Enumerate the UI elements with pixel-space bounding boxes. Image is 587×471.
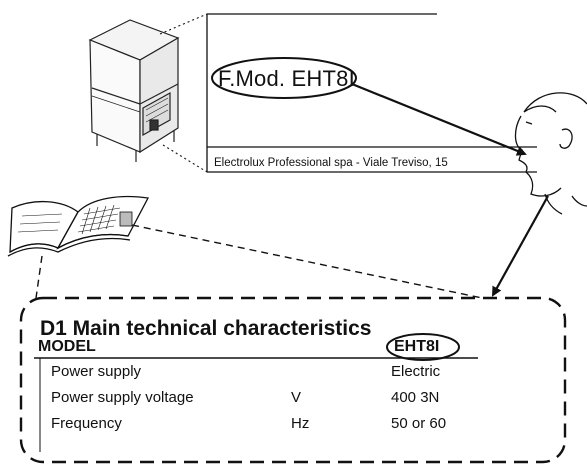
row-value: 50 or 60 — [391, 415, 447, 432]
table-frame — [19, 296, 567, 464]
zoom-lines — [159, 13, 208, 173]
person-head-icon — [514, 92, 587, 215]
plate-address-text: Electrolux Professional spa - Viale Trev… — [214, 157, 448, 169]
table-row: Frequency Hz 50 or 60 — [0, 415, 587, 439]
row-label: Power supply voltage — [51, 389, 194, 406]
header-model-value: EHT8I — [394, 338, 440, 355]
arrow-plate-to-person — [351, 82, 527, 156]
arrow-person-to-table — [492, 195, 549, 297]
book-to-table-dashes — [35, 224, 483, 299]
table-row: Power supply Electric — [0, 363, 587, 387]
row-value: 400 3N — [391, 389, 440, 406]
plate-model-text: F.Mod. EHT8I — [218, 66, 355, 91]
table-header-row: MODEL EHT8I — [0, 338, 587, 362]
table-title: D1 Main technical characteristics — [40, 317, 372, 340]
row-unit: V — [291, 389, 302, 406]
row-value: Electric — [391, 363, 441, 380]
header-label: MODEL — [38, 338, 96, 355]
row-label: Frequency — [51, 415, 122, 432]
dishwasher-icon — [88, 19, 180, 162]
row-label: Power supply — [51, 363, 142, 380]
manual-book-icon — [7, 195, 150, 257]
model-value-ellipse — [386, 333, 460, 361]
model-callout-ellipse — [211, 57, 357, 99]
rating-plate — [206, 13, 537, 173]
table-row: Power supply voltage V 400 3N — [0, 389, 587, 413]
row-unit: Hz — [291, 415, 310, 432]
